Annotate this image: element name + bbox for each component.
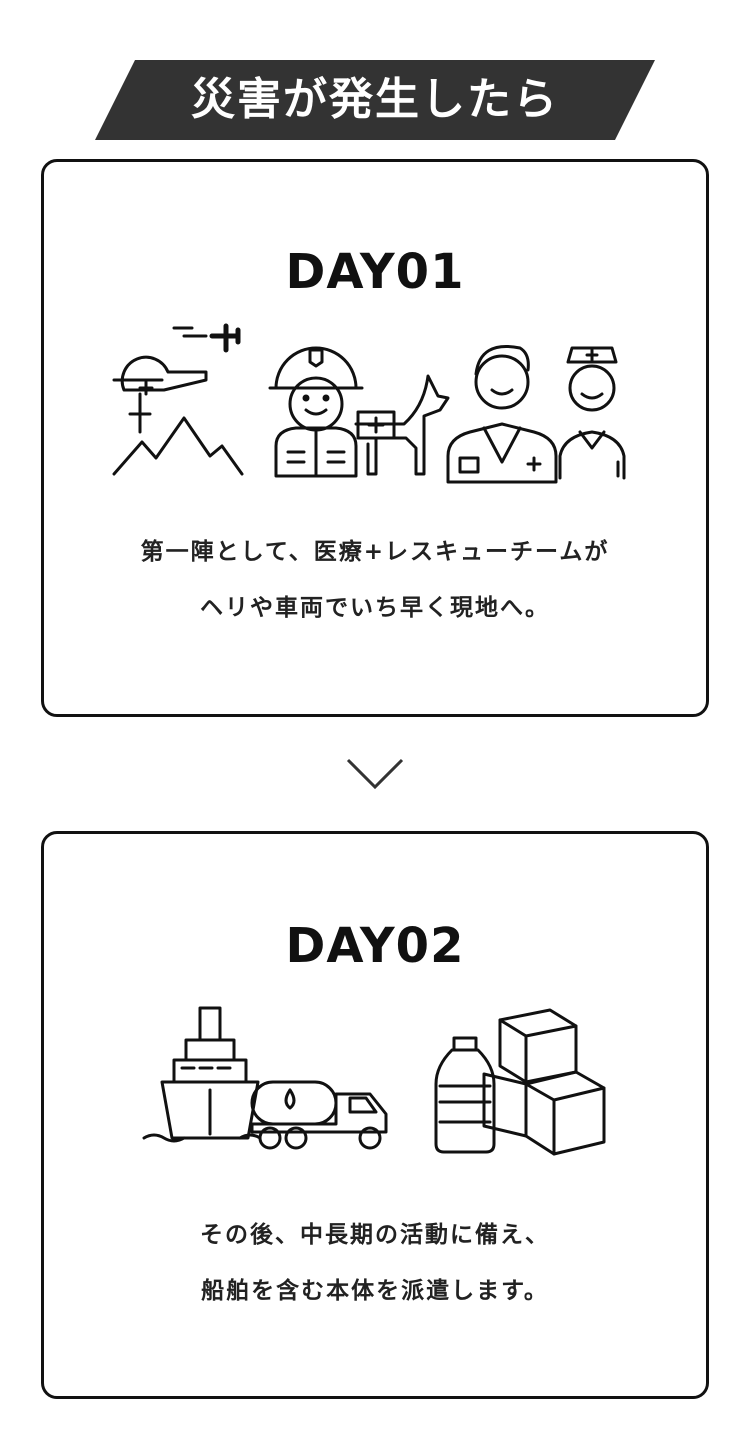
water-bottle-icon xyxy=(434,1036,496,1154)
ship-icon xyxy=(142,1006,262,1143)
chevron-down-icon xyxy=(346,758,404,790)
banner-background xyxy=(95,60,655,140)
banner-title: 災害が発生したら xyxy=(191,74,559,125)
day-label: DAY02 xyxy=(285,918,465,974)
step-card-day01: DAY01 xyxy=(41,159,709,717)
step-description: 第一陣として、医療+レスキューチームが ヘリや車両でいち早く現地へ。 xyxy=(44,524,706,636)
tanker-truck-icon xyxy=(250,1080,388,1150)
description-line-2: 船舶を含む本体を派遣します。 xyxy=(201,1278,549,1304)
doctor-nurse-icon xyxy=(446,345,626,484)
day-label: DAY01 xyxy=(285,244,465,300)
helicopter-mountain-icon xyxy=(112,323,244,476)
description-line-2: ヘリや車両でいち早く現地へ。 xyxy=(200,595,550,621)
step-card-day02: DAY02 そ xyxy=(41,831,709,1399)
description-line-1: その後、中長期の活動に備え、 xyxy=(200,1222,550,1248)
section-banner: 災害が発生したら xyxy=(95,60,655,140)
step-description: その後、中長期の活動に備え、 船舶を含む本体を派遣します。 xyxy=(44,1207,706,1319)
firefighter-dog-icon xyxy=(268,346,450,478)
description-line-1: 第一陣として、医療+レスキューチームが xyxy=(140,539,610,565)
cardboard-boxes-icon xyxy=(482,1008,606,1156)
